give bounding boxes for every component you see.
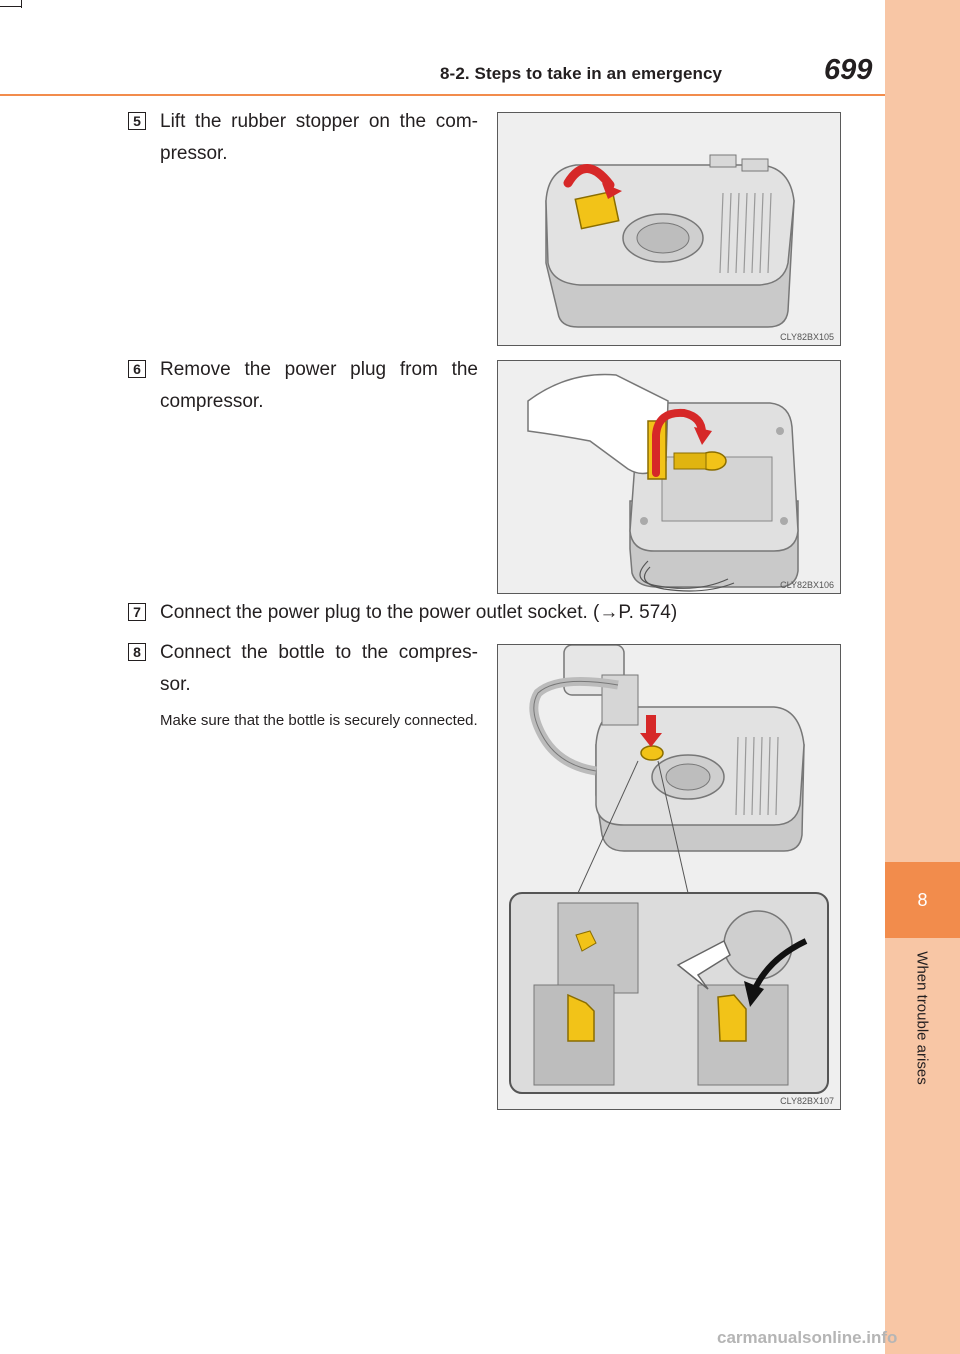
chapter-sidebar xyxy=(885,0,960,1354)
step-5-text: Lift the rubber stopper on the com-press… xyxy=(160,111,478,164)
step-number-8: 8 xyxy=(128,643,146,661)
step-8-text: Connect the bottle to the compres-sor. xyxy=(160,642,478,695)
section-heading: 8-2. Steps to take in an emergency xyxy=(440,64,723,83)
figure-connect-bottle: CLY82BX107 xyxy=(497,644,841,1110)
compressor-illustration-2 xyxy=(498,361,840,593)
crop-mark-left-h xyxy=(0,6,22,7)
figure-code: CLY82BX105 xyxy=(780,332,834,342)
page-number: 699 xyxy=(824,54,873,86)
header-rule xyxy=(0,94,885,96)
figure-lift-rubber-stopper: CLY82BX105 xyxy=(497,112,841,346)
chapter-number-tab[interactable]: 8 xyxy=(885,862,960,938)
step-number-5: 5 xyxy=(128,112,146,130)
figure-code: CLY82BX106 xyxy=(780,580,834,590)
step-8-note: Make sure that the bottle is securely co… xyxy=(160,712,478,729)
figure-code: CLY82BX107 xyxy=(780,1096,834,1106)
step-6-text: Remove the power plug from the compresso… xyxy=(160,359,478,412)
compressor-illustration-1 xyxy=(498,113,840,345)
compressor-illustration-3 xyxy=(498,645,840,1109)
step-number-6: 6 xyxy=(128,360,146,378)
step-7-text: Connect the power plug to the power outl… xyxy=(160,602,678,623)
chapter-title: When trouble arises xyxy=(913,951,931,1085)
step-number-7: 7 xyxy=(128,603,146,621)
crop-mark-left xyxy=(21,0,22,8)
watermark: carmanualsonline.info xyxy=(717,1328,898,1347)
figure-remove-power-plug: CLY82BX106 xyxy=(497,360,841,594)
